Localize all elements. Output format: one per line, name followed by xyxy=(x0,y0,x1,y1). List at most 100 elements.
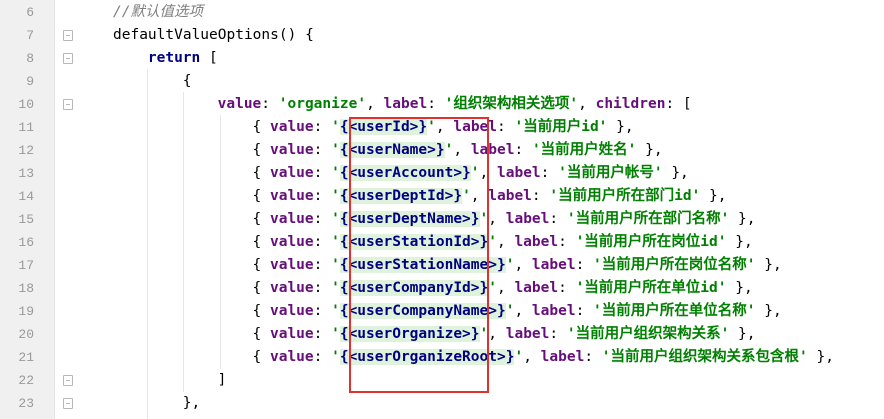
code-content: { value: '{<userStationId>}', label: '当前… xyxy=(253,231,753,254)
fold-toggle-icon[interactable] xyxy=(63,398,73,409)
item-open: { xyxy=(252,234,270,250)
comma: , xyxy=(488,211,506,227)
colon: : xyxy=(313,119,332,135)
item-close: }, xyxy=(700,188,727,204)
colon: : xyxy=(665,96,683,112)
placeholder-token: {<userStationName>} xyxy=(339,257,506,273)
colon: : xyxy=(549,326,567,342)
quote: ' xyxy=(479,211,489,227)
value-key: value xyxy=(269,211,314,227)
quote: ' xyxy=(331,234,340,250)
code-content: { value: '{<userCompanyId>}', label: '当前… xyxy=(253,277,753,300)
colon: : xyxy=(261,96,279,112)
line-number: 13 xyxy=(18,166,34,181)
item-close: }, xyxy=(662,165,689,181)
label-key: label xyxy=(514,234,559,250)
colon: : xyxy=(313,165,332,181)
label-key: label xyxy=(540,349,585,365)
item-close: }, xyxy=(807,349,834,365)
close-bracket: ] xyxy=(217,372,227,388)
code-line: 19 { value: '{<userCompanyName>}', label:… xyxy=(0,300,884,323)
value-key: value xyxy=(217,96,262,112)
colon: : xyxy=(313,349,332,365)
line-number: 21 xyxy=(18,350,34,365)
colon: : xyxy=(540,165,559,181)
child-label: '当前用户所在岗位名称' xyxy=(593,257,756,273)
label-key: label xyxy=(383,96,428,112)
code-line: 18{ value: '{<userCompanyId>}', label: '… xyxy=(0,277,884,300)
method-signature: () { xyxy=(278,27,314,43)
comma: , xyxy=(453,142,471,158)
colon: : xyxy=(584,349,602,365)
placeholder-token: {<userAccount>} xyxy=(339,165,471,181)
value-key: value xyxy=(269,188,314,204)
colon: : xyxy=(558,280,576,296)
quote: ' xyxy=(470,165,480,181)
code-content: { value: '{<userOrganizeRoot>}', label: … xyxy=(253,346,834,369)
item-close: }, xyxy=(726,234,753,250)
quote: ' xyxy=(331,303,340,319)
colon: : xyxy=(313,303,332,319)
return-keyword: return xyxy=(147,50,201,66)
quote: ' xyxy=(427,119,436,135)
line-number: 20 xyxy=(18,327,34,342)
code-content: //默认值选项 xyxy=(113,1,203,24)
code-content: { value: '{<userOrganize>}', label: '当前用… xyxy=(253,323,756,346)
quote: ' xyxy=(331,326,340,342)
child-label: '当前用户组织架构关系' xyxy=(566,326,730,342)
colon: : xyxy=(558,234,576,250)
code-content: { value: '{<userCompanyName>}', label: '… xyxy=(253,300,782,323)
item-close: }, xyxy=(636,142,663,158)
comma: , xyxy=(488,326,506,342)
code-content: { value: '{<userName>}', label: '当前用户姓名'… xyxy=(253,139,663,162)
fold-toggle-icon[interactable] xyxy=(63,375,73,386)
quote: ' xyxy=(331,188,340,204)
child-label: '当前用户帐号' xyxy=(558,165,663,181)
fold-toggle-icon[interactable] xyxy=(63,53,73,64)
code-content: { value: '{<userDeptId>}', label: '当前用户所… xyxy=(253,185,727,208)
line-number: 7 xyxy=(26,28,34,43)
indent-guide xyxy=(183,92,184,392)
colon: : xyxy=(313,234,332,250)
quote: ' xyxy=(505,257,515,273)
fold-toggle-icon[interactable] xyxy=(63,30,73,41)
indent-guide xyxy=(220,115,221,369)
quote: ' xyxy=(331,119,340,135)
code-line: 17{ value: '{<userStationName>}', label:… xyxy=(0,254,884,277)
item-open: { xyxy=(252,142,270,158)
code-content: defaultValueOptions() { xyxy=(113,24,314,47)
code-line: 23}, xyxy=(0,392,884,415)
code-content: { value: '{<userId>}', label: '当前用户id' }… xyxy=(253,116,634,139)
colon: : xyxy=(497,119,515,135)
child-label: '当前用户id' xyxy=(514,119,608,135)
item-close: }, xyxy=(729,326,756,342)
line-number: 23 xyxy=(18,396,34,411)
child-label: '当前用户姓名' xyxy=(531,142,637,158)
line-number: 14 xyxy=(18,189,34,204)
line-number: 19 xyxy=(18,304,34,319)
quote: ' xyxy=(505,303,515,319)
fold-toggle-icon[interactable] xyxy=(63,99,73,110)
placeholder-token: {<userCompanyId>} xyxy=(339,280,489,296)
item-close: }, xyxy=(607,119,634,135)
quote: ' xyxy=(488,280,497,296)
code-content: { value: '{<userDeptName>}', label: '当前用… xyxy=(253,208,756,231)
line-number: 12 xyxy=(18,143,34,158)
placeholder-token: {<userName>} xyxy=(339,142,445,158)
open-brace: { xyxy=(182,73,192,89)
item-open: { xyxy=(252,188,270,204)
colon: : xyxy=(313,142,332,158)
children-key: children xyxy=(595,96,666,112)
close-brace: }, xyxy=(182,395,201,411)
fold-gutter xyxy=(54,0,83,419)
comma: , xyxy=(470,188,489,204)
line-number: 22 xyxy=(18,373,34,388)
code-line: 22] xyxy=(0,369,884,392)
label-key: label xyxy=(497,165,541,181)
code-line: 9{ xyxy=(0,70,884,93)
value-key: value xyxy=(269,234,314,250)
placeholder-token: {<userDeptId>} xyxy=(339,188,463,204)
line-number: 16 xyxy=(18,235,34,250)
